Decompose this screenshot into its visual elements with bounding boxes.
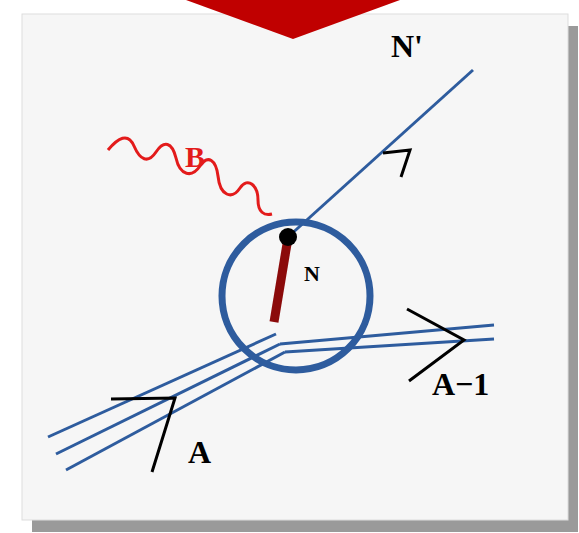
particle-label: A	[188, 436, 211, 468]
circle-outline	[218, 218, 374, 374]
flow-chevrons	[111, 309, 464, 472]
particle-label: N'	[391, 30, 423, 62]
red-pointer	[186, 0, 400, 39]
vertex-dot	[279, 228, 297, 246]
nucleon-bar	[274, 238, 288, 322]
interaction-circle: N	[218, 218, 374, 374]
ejected-nucleon-line	[288, 70, 473, 237]
nucleon-label: N	[304, 263, 320, 285]
panel	[22, 14, 568, 520]
direction-chevron	[383, 150, 410, 177]
particle-label: A−1	[432, 368, 489, 400]
particle-label: B	[185, 142, 205, 172]
photon-wave	[108, 138, 272, 215]
